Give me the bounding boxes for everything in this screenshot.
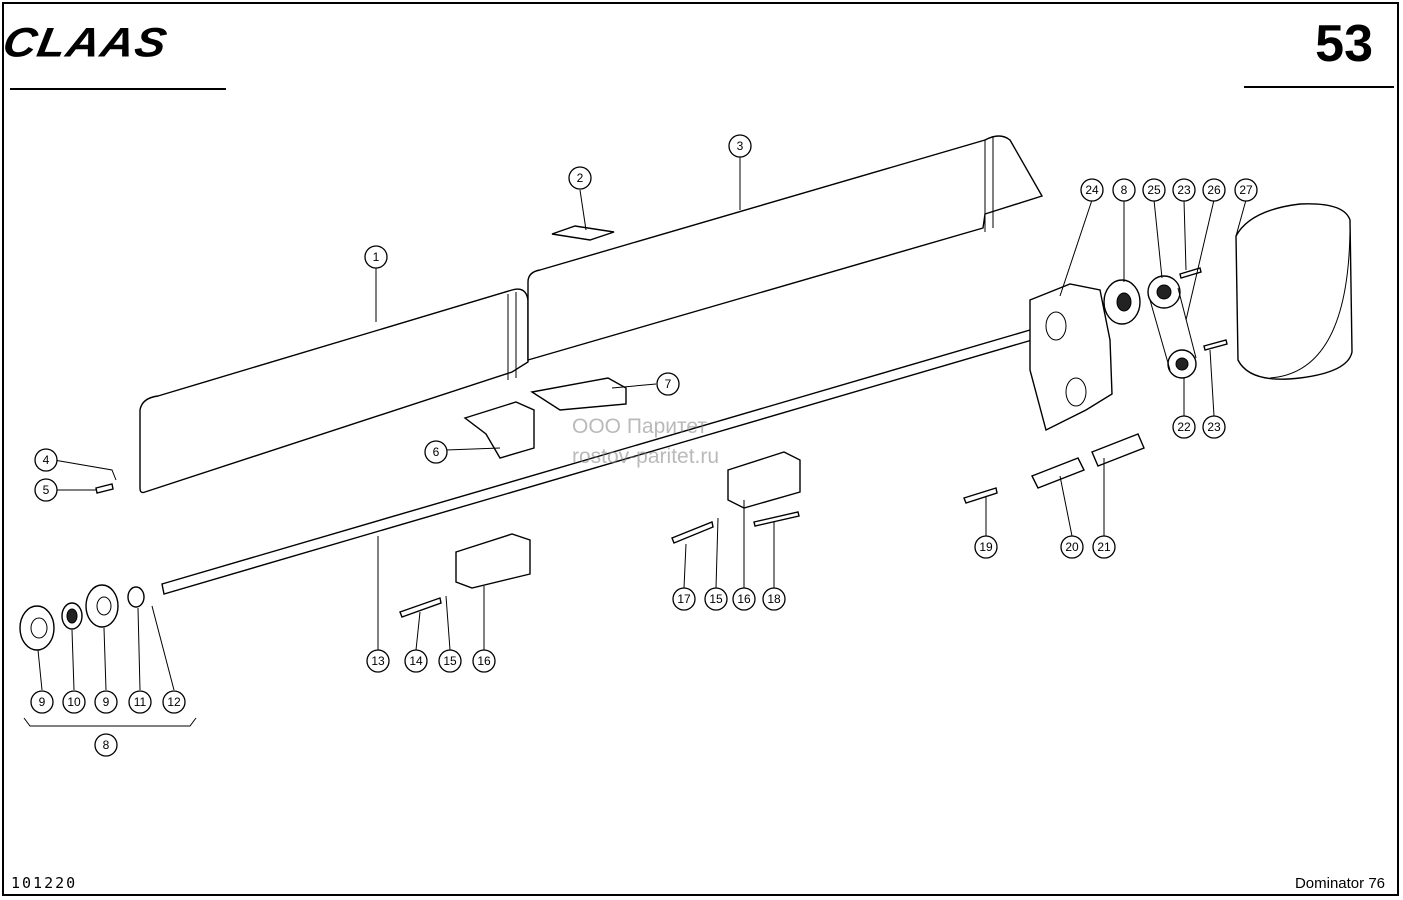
flange-plate-right	[85, 584, 119, 628]
svg-text:26: 26	[1207, 183, 1221, 197]
callout-14: 14	[404, 649, 428, 673]
drive-side-plate	[1029, 283, 1113, 432]
svg-text:25: 25	[1147, 183, 1161, 197]
page-number: 53	[1315, 15, 1373, 73]
svg-text:4: 4	[43, 453, 50, 467]
callout-11: 11	[128, 690, 152, 714]
bracket-angle-left	[463, 401, 535, 459]
svg-text:13: 13	[371, 654, 385, 668]
callout-9-right: 9	[94, 690, 118, 714]
callout-3: 3	[728, 134, 752, 158]
callout-21: 21	[1092, 535, 1116, 559]
callout-23-upper: 23	[1172, 178, 1196, 202]
callout-2: 2	[568, 166, 592, 190]
callout-10: 10	[62, 690, 86, 714]
chain-guard-cover	[1235, 203, 1353, 380]
flange-plate-left	[19, 605, 55, 651]
callout-7: 7	[656, 372, 680, 396]
callout-26: 26	[1202, 178, 1226, 202]
svg-text:15: 15	[443, 654, 457, 668]
svg-text:21: 21	[1097, 540, 1111, 554]
callout-13: 13	[366, 649, 390, 673]
callout-8-group: 8	[94, 733, 118, 757]
svg-text:23: 23	[1177, 183, 1191, 197]
bearing-block-left	[455, 533, 531, 589]
connecting-link	[1091, 433, 1145, 467]
callout-16-left: 16	[472, 649, 496, 673]
svg-text:12: 12	[167, 695, 181, 709]
callout-23-lower: 23	[1202, 415, 1226, 439]
callout-6: 6	[424, 440, 448, 464]
callout-18: 18	[762, 587, 786, 611]
screw-lower	[1203, 339, 1228, 351]
callout-5: 5	[34, 478, 58, 502]
machine-model: Dominator 76	[1294, 875, 1385, 892]
screw-upper	[1179, 267, 1202, 279]
bracket-angle-right	[530, 377, 627, 411]
svg-text:20: 20	[1065, 540, 1079, 554]
document-code: 101220	[11, 874, 78, 892]
svg-text:16: 16	[477, 654, 491, 668]
callout-15-right: 15	[704, 587, 728, 611]
svg-text:9: 9	[103, 695, 110, 709]
svg-text:8: 8	[103, 738, 110, 752]
svg-text:18: 18	[767, 592, 781, 606]
callout-22: 22	[1172, 415, 1196, 439]
svg-text:8: 8	[1121, 183, 1128, 197]
callout-19: 19	[974, 535, 998, 559]
pin	[753, 511, 800, 527]
callout-4: 4	[34, 448, 58, 472]
bolt-14	[399, 597, 442, 618]
svg-text:23: 23	[1207, 420, 1221, 434]
callout-9-left: 9	[30, 690, 54, 714]
small-plate	[551, 225, 615, 241]
bolt-5	[95, 483, 114, 494]
svg-text:7: 7	[665, 377, 672, 391]
callout-16-right: 16	[732, 587, 756, 611]
svg-text:15: 15	[709, 592, 723, 606]
svg-text:19: 19	[979, 540, 993, 554]
callout-20: 20	[1060, 535, 1084, 559]
svg-text:9: 9	[39, 695, 46, 709]
svg-text:10: 10	[67, 695, 81, 709]
callout-12: 12	[162, 690, 186, 714]
cover-panel-left	[139, 288, 529, 494]
collar	[127, 586, 145, 608]
svg-text:27: 27	[1239, 183, 1253, 197]
bearing-block-right	[727, 451, 801, 509]
svg-text:3: 3	[737, 139, 744, 153]
callout-1: 1	[364, 245, 388, 269]
svg-text:24: 24	[1085, 183, 1099, 197]
bolt-17	[671, 521, 714, 544]
group-bracket-8	[23, 717, 197, 727]
callout-8: 8	[1112, 178, 1136, 202]
callout-17: 17	[672, 587, 696, 611]
svg-text:17: 17	[677, 592, 691, 606]
callout-27: 27	[1234, 178, 1258, 202]
svg-text:14: 14	[409, 654, 423, 668]
page-number-underline	[1244, 86, 1394, 88]
callout-24: 24	[1080, 178, 1104, 202]
svg-text:6: 6	[433, 445, 440, 459]
bolt-19	[963, 487, 998, 504]
link-plate	[1031, 457, 1085, 489]
svg-text:2: 2	[577, 171, 584, 185]
svg-text:1: 1	[373, 250, 380, 264]
callout-15-left: 15	[438, 649, 462, 673]
svg-text:5: 5	[43, 483, 50, 497]
cover-panel-right	[527, 135, 1044, 361]
svg-text:22: 22	[1177, 420, 1191, 434]
svg-text:16: 16	[737, 592, 751, 606]
logo-underline	[10, 88, 226, 90]
svg-text:11: 11	[134, 695, 147, 709]
callout-25: 25	[1142, 178, 1166, 202]
